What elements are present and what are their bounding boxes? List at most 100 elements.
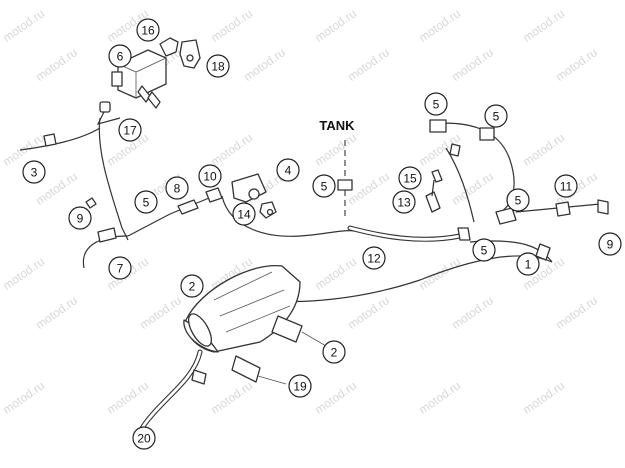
- watermark-text: motod.ru: [416, 254, 463, 293]
- watermark-text: motod.ru: [416, 6, 463, 45]
- callout-number: 5: [433, 98, 440, 112]
- callout-5: 5: [472, 238, 496, 262]
- callout-circle: [398, 166, 422, 190]
- callout-number: 6: [117, 50, 124, 64]
- callout-6: 6: [108, 44, 132, 68]
- callout-number: 14: [237, 208, 251, 222]
- callout-number: 2: [331, 346, 338, 360]
- callout-16: 16: [136, 18, 160, 42]
- watermark-text: motod.ru: [137, 293, 184, 332]
- callout-circle: [362, 246, 386, 270]
- callout-9: 9: [68, 206, 92, 230]
- watermark-text: motod.ru: [0, 6, 47, 45]
- callout-number: 8: [174, 182, 181, 196]
- callout-number: 1: [525, 258, 532, 272]
- callout-number: 5: [481, 244, 488, 258]
- hose-7: [82, 235, 129, 269]
- callout-15: 15: [398, 166, 422, 190]
- callout-circle: [472, 238, 496, 262]
- watermark-text: motod.ru: [33, 45, 80, 84]
- callout-5: 5: [312, 174, 336, 198]
- callout-circle: [165, 176, 189, 200]
- callout-number: 17: [123, 124, 137, 138]
- callout-18: 18: [206, 54, 230, 78]
- callout-20: 20: [132, 426, 156, 450]
- callout-circle: [312, 174, 336, 198]
- callout-circle: [598, 232, 622, 256]
- watermark-text: motod.ru: [0, 254, 47, 293]
- bracket-2-lower: [231, 355, 261, 383]
- callout-circle: [484, 104, 508, 128]
- fitting-5-a: [205, 187, 223, 203]
- callout-circle: [180, 274, 204, 298]
- callout-circle: [132, 426, 156, 450]
- callout-circle: [322, 340, 346, 364]
- callout-circle: [506, 188, 530, 212]
- callout-13: 13: [392, 190, 416, 214]
- callout-number: 5: [515, 194, 522, 208]
- callout-number: 10: [203, 170, 217, 184]
- callout-circle: [516, 252, 540, 276]
- callout-number: 18: [211, 60, 225, 74]
- hose-14: [429, 122, 515, 215]
- watermark-text: motod.ru: [520, 378, 567, 417]
- callout-9: 9: [598, 232, 622, 256]
- callout-circle: [232, 202, 256, 226]
- watermark-text: motod.ru: [241, 45, 288, 84]
- clamp-5-far: [555, 201, 571, 217]
- callout-number: 4: [285, 164, 292, 178]
- callout-17: 17: [118, 118, 142, 142]
- callout-number: 7: [117, 262, 124, 276]
- callout-circle: [206, 54, 230, 78]
- watermark-text: motod.ru: [208, 6, 255, 45]
- callout-number: 15: [403, 172, 417, 186]
- callout-circle: [288, 374, 312, 398]
- callout-number: 3: [31, 166, 38, 180]
- fitting-5-tank: [337, 179, 353, 191]
- hose-9-right: [269, 240, 553, 302]
- callout-5: 5: [134, 190, 158, 214]
- callout-circle: [118, 118, 142, 142]
- watermark-text: motod.ru: [520, 130, 567, 169]
- watermark-text: motod.ru: [449, 169, 496, 208]
- connector-8: [177, 199, 199, 215]
- callout-1: 1: [516, 252, 540, 276]
- callout-number: 5: [493, 110, 500, 124]
- clamp-5-top: [479, 127, 495, 141]
- canister-1: [183, 264, 301, 353]
- watermark-text: motod.ru: [449, 45, 496, 84]
- clamp-19: [191, 369, 207, 385]
- callout-number: 16: [141, 24, 155, 38]
- callout-2: 2: [180, 274, 204, 298]
- callout-circle: [136, 18, 160, 42]
- clamp-5-right: [457, 227, 471, 241]
- watermark-text: motod.ru: [312, 254, 359, 293]
- callout-number: 9: [77, 212, 84, 226]
- valve-15: [425, 191, 441, 213]
- callout-5: 5: [506, 188, 530, 212]
- callout-12: 12: [362, 246, 386, 270]
- callout-circle: [424, 92, 448, 116]
- callout-2: 2: [322, 340, 346, 364]
- callout-number: 9: [607, 238, 614, 252]
- fitting-12: [495, 207, 517, 225]
- watermark-text: motod.ru: [208, 378, 255, 417]
- callout-10: 10: [198, 164, 222, 188]
- callout-number: 2: [189, 280, 196, 294]
- watermark-text: motod.ru: [345, 293, 392, 332]
- callout-number: 11: [560, 180, 573, 194]
- watermark-text: motod.ru: [33, 293, 80, 332]
- callout-circle: [554, 174, 578, 198]
- callout-number: 5: [143, 196, 150, 210]
- callout-circle: [108, 256, 132, 280]
- callout-5: 5: [484, 104, 508, 128]
- clamp-3: [43, 133, 57, 147]
- callout-11: 11: [554, 174, 578, 198]
- watermark-text: motod.ru: [312, 378, 359, 417]
- callout-number: 13: [397, 196, 411, 210]
- callout-circle: [276, 158, 300, 182]
- watermark-text: motod.ru: [104, 378, 151, 417]
- bracket-2-upper: [271, 315, 303, 343]
